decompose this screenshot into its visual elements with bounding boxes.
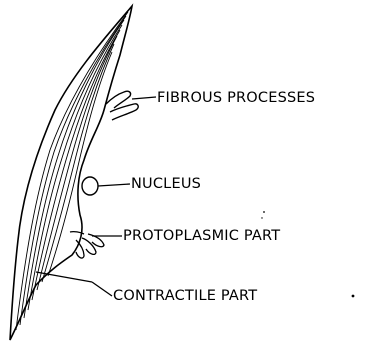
speck: [261, 217, 262, 218]
speck: [352, 295, 355, 298]
nucleus-shape: [82, 177, 98, 195]
label-nucleus: NUCLEUS: [131, 176, 201, 192]
fibrous-processes-shape: [106, 91, 138, 120]
label-protoplasmic-part: PROTOPLASMIC PART: [123, 228, 280, 244]
leader-fibrous: [132, 97, 156, 99]
label-contractile-part: CONTRACTILE PART: [113, 288, 257, 304]
label-fibrous-processes: FIBROUS PROCESSES: [157, 90, 315, 106]
leader-contractile-b: [92, 282, 112, 296]
leader-nucleus: [98, 184, 130, 186]
leader-lines: [36, 97, 156, 296]
speck: [263, 211, 265, 213]
